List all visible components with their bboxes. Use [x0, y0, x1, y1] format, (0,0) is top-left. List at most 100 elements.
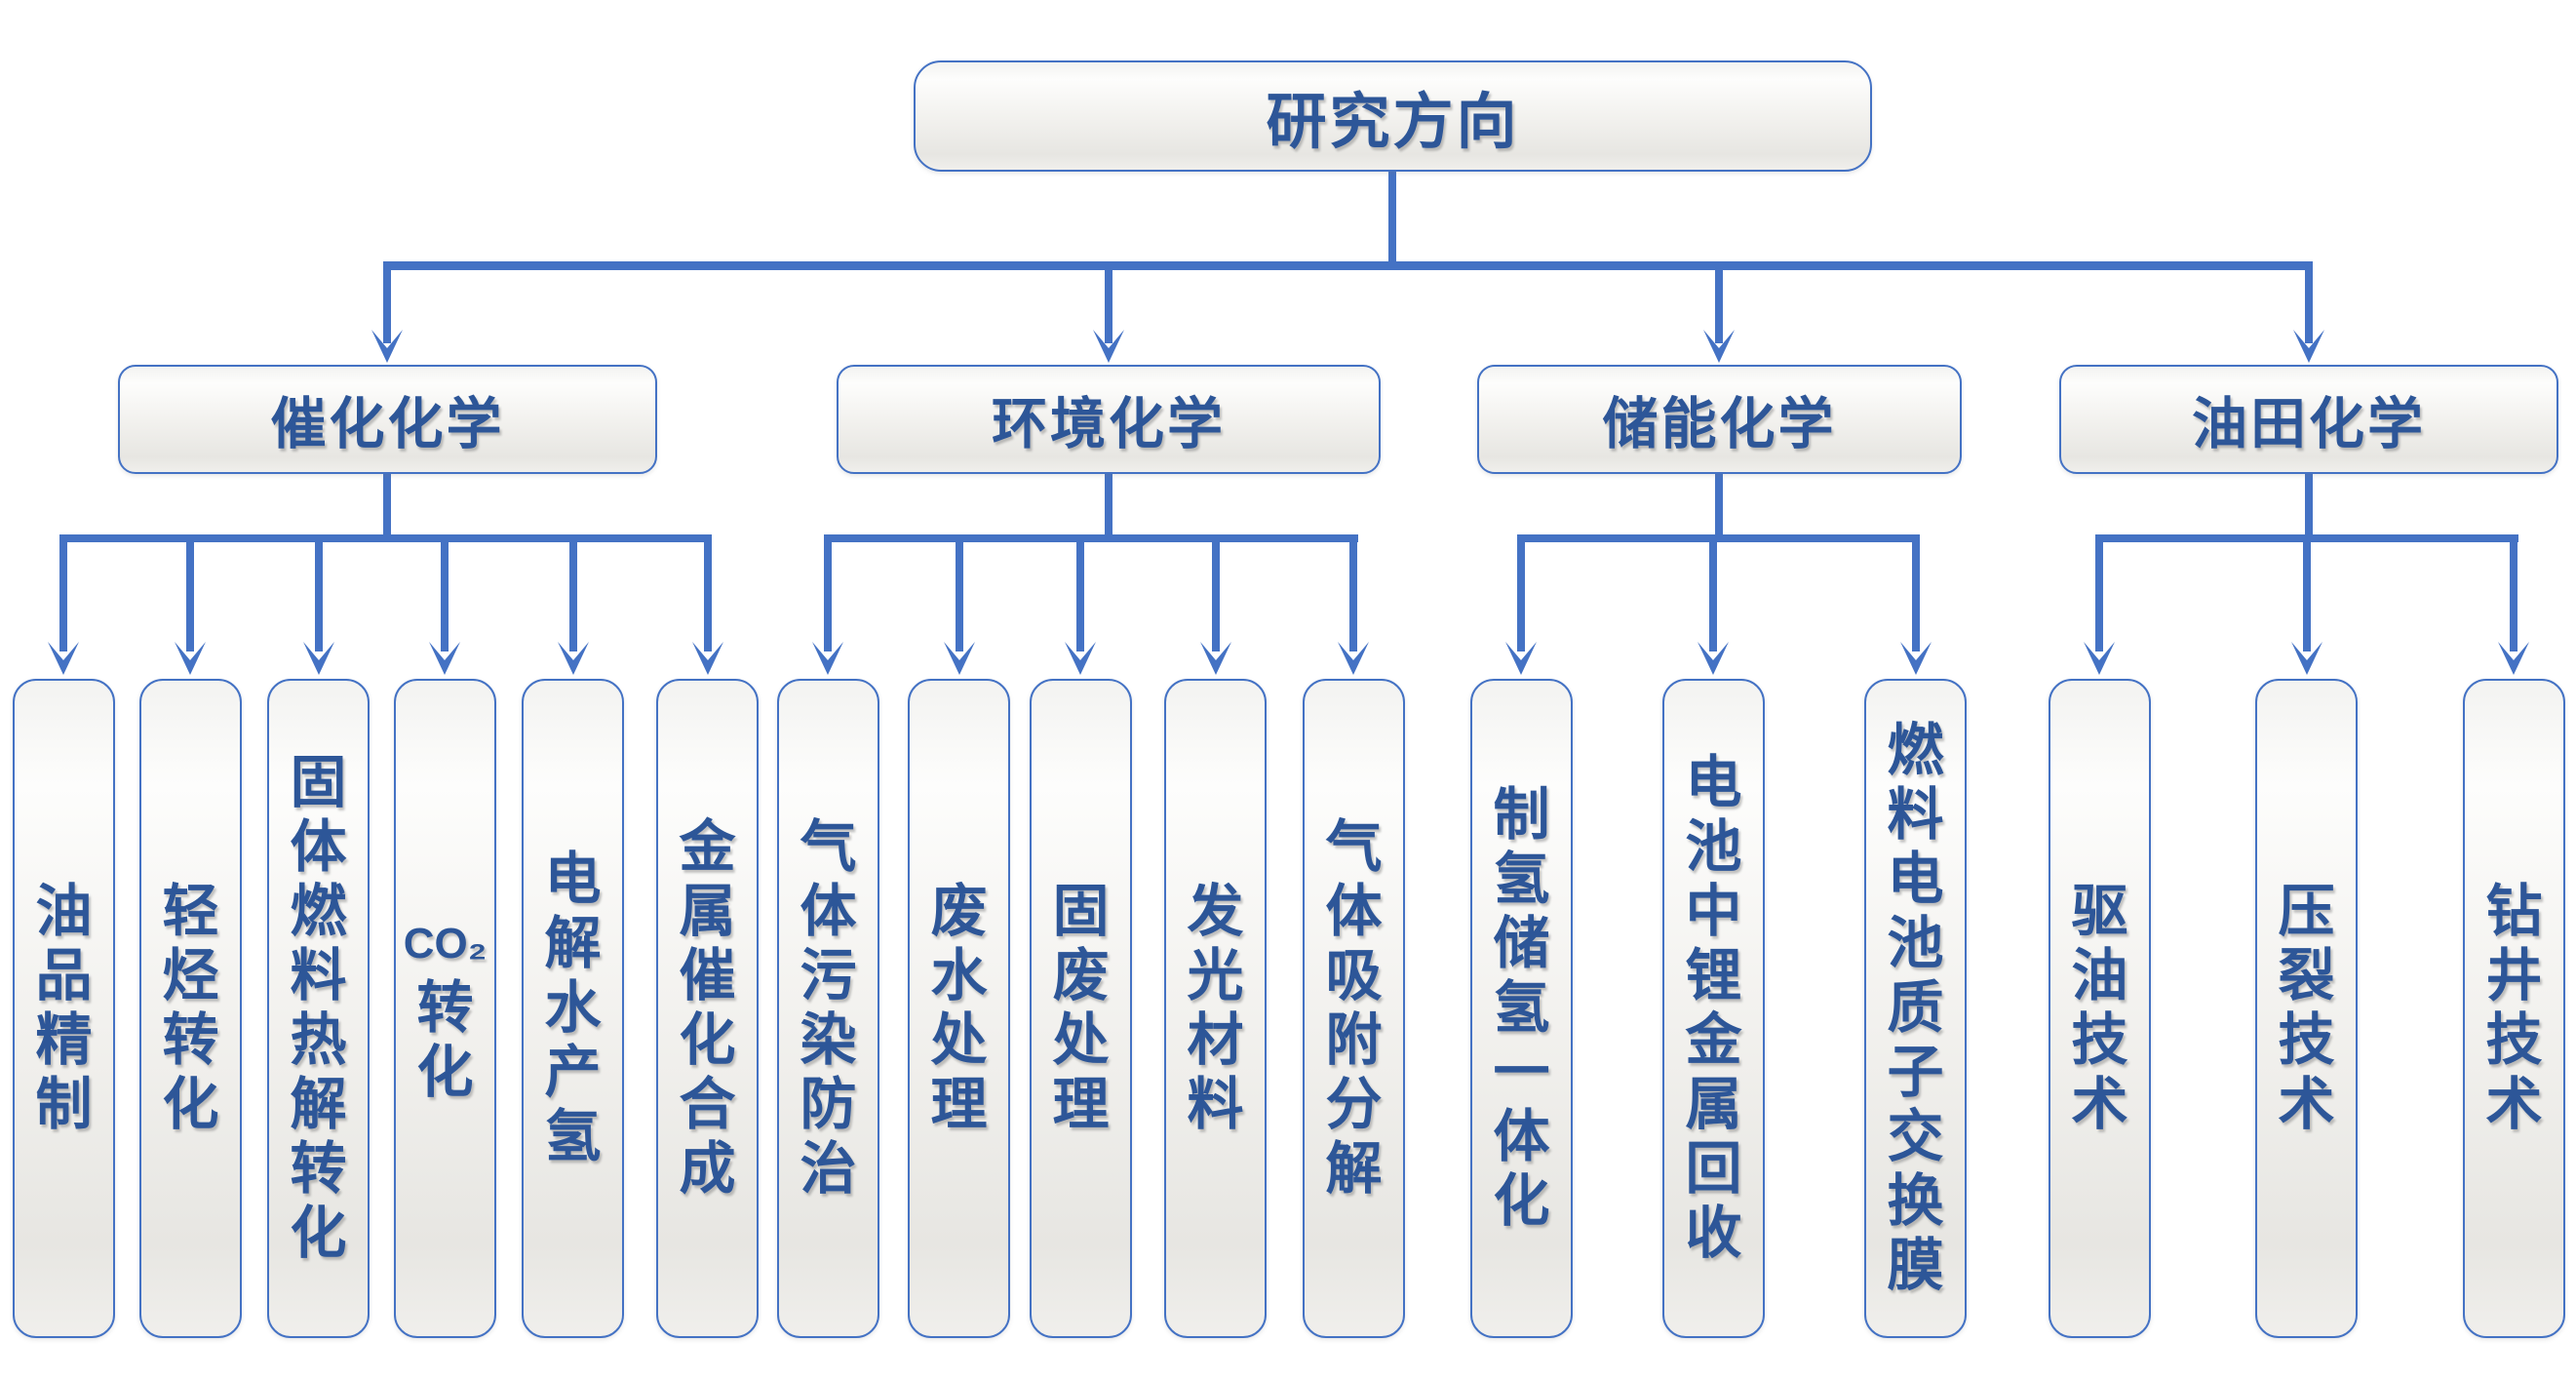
leaf-label: 制氢储氢一体化 — [1472, 681, 1571, 1336]
leaf-label: 固体燃料热解转化 — [269, 681, 368, 1336]
label-line: 中 — [1685, 880, 1742, 943]
label-line: 附 — [1325, 1008, 1383, 1072]
label-line: 固 — [1052, 880, 1110, 943]
leaf-hydrogen-production-storage-integration: 制氢储氢一体化 — [1470, 679, 1573, 1338]
leaf-luminescent-materials: 发光材料 — [1164, 679, 1267, 1338]
label-line: 氢 — [544, 1105, 602, 1168]
label-line: 池 — [1887, 912, 1944, 975]
label-line: 氢 — [1493, 848, 1550, 911]
leaf-gas-pollution-control: 气体污染防治 — [777, 679, 879, 1338]
label-line: 术 — [2278, 1073, 2335, 1136]
label-line: 发 — [1187, 880, 1244, 943]
label-line: 产 — [544, 1041, 602, 1104]
label-line: 光 — [1187, 944, 1244, 1007]
label-line: 处 — [1052, 1008, 1110, 1072]
label-line: 收 — [1685, 1202, 1742, 1265]
label-line: 制 — [35, 1073, 93, 1136]
label-line: 池 — [1685, 815, 1742, 879]
label-line: 锂 — [1685, 944, 1742, 1007]
label-line: 处 — [930, 1008, 988, 1072]
label-line: 材 — [1187, 1008, 1244, 1072]
label-line: 热 — [290, 1008, 347, 1072]
label-line: 合 — [679, 1073, 736, 1136]
label-line: 吸 — [1325, 944, 1383, 1007]
leaf-light-hydrocarbon-conversion: 轻烃转化 — [139, 679, 242, 1338]
label-line: 理 — [930, 1073, 988, 1136]
label-line: 钻 — [2485, 880, 2543, 943]
label-line: 电 — [1887, 848, 1944, 911]
label-line: 金 — [679, 815, 736, 879]
label-line: 理 — [1052, 1073, 1110, 1136]
label-line: 污 — [800, 944, 857, 1007]
group-oilfield-chemistry: 油田化学 — [2059, 365, 2558, 474]
label-line: 电 — [544, 848, 602, 911]
label-line: 治 — [800, 1137, 857, 1201]
leaf-label: 油品精制 — [15, 681, 113, 1336]
group-label: 催化化学 — [270, 393, 505, 455]
label-line: 化 — [416, 1041, 474, 1104]
label-line: 轻 — [162, 880, 219, 943]
label-line: 解 — [1325, 1137, 1383, 1201]
label-line: 质 — [1887, 976, 1944, 1040]
label-line: 料 — [290, 944, 347, 1007]
label-line: 化 — [1493, 1169, 1550, 1233]
label-line: 子 — [1887, 1041, 1944, 1104]
label-line: 水 — [544, 976, 602, 1040]
leaf-label: 固废处理 — [1032, 681, 1130, 1336]
label-line: 废 — [1052, 944, 1110, 1007]
label-line: 技 — [2278, 1008, 2335, 1072]
label-line: 化 — [679, 1008, 736, 1072]
label-line: 油 — [2071, 944, 2128, 1007]
leaf-label: 钻井技术 — [2465, 681, 2563, 1336]
leaf-solid-fuel-pyrolysis-conversion: 固体燃料热解转化 — [267, 679, 370, 1338]
group-label: 储能化学 — [1602, 393, 1837, 455]
label-line: 燃 — [1887, 719, 1944, 782]
label-line: 换 — [1887, 1169, 1944, 1233]
leaf-solid-waste-treatment: 固废处理 — [1030, 679, 1132, 1338]
group-label: 环境化学 — [992, 393, 1226, 455]
leaf-drilling-technology: 钻井技术 — [2463, 679, 2565, 1338]
label-line: 交 — [1887, 1105, 1944, 1168]
label-line: 属 — [679, 880, 736, 943]
leaf-gas-adsorption-decomposition: 气体吸附分解 — [1303, 679, 1405, 1338]
label-line: 料 — [1187, 1073, 1244, 1136]
leaf-label: 燃料电池质子交换膜 — [1866, 681, 1965, 1336]
label-line: 技 — [2485, 1008, 2543, 1072]
group-label: 油田化学 — [2192, 393, 2426, 455]
label-line: 化 — [290, 1202, 347, 1265]
leaf-battery-lithium-metal-recovery: 电池中锂金属回收 — [1662, 679, 1765, 1338]
label-line: 体 — [1493, 1105, 1550, 1168]
label-line: 回 — [1685, 1137, 1742, 1201]
label-line: 转 — [290, 1137, 347, 1201]
root-node: 研究方向 — [914, 60, 1872, 172]
label-line: 术 — [2485, 1073, 2543, 1136]
label-line: 压 — [2278, 880, 2335, 943]
leaf-label: 发光材料 — [1166, 681, 1265, 1336]
label-line: 金 — [1685, 1008, 1742, 1072]
label-line: 品 — [35, 944, 93, 1007]
label-line: 油 — [35, 880, 93, 943]
leaf-oil-displacement-technology: 驱油技术 — [2049, 679, 2151, 1338]
label-line: 染 — [800, 1008, 857, 1072]
label-line: 转 — [416, 976, 474, 1040]
label-line: 解 — [544, 912, 602, 975]
label-line: 制 — [1493, 783, 1550, 847]
label-line: 化 — [162, 1073, 219, 1136]
label-line: 料 — [1887, 783, 1944, 847]
label-line: 膜 — [1887, 1234, 1944, 1297]
label-line: 分 — [1325, 1073, 1383, 1136]
leaf-label: 气体污染防治 — [779, 681, 878, 1336]
label-line: 属 — [1685, 1073, 1742, 1136]
label-line: 体 — [290, 815, 347, 879]
label-line: 水 — [930, 944, 988, 1007]
label-line: 井 — [2485, 944, 2543, 1007]
label-line: 电 — [1685, 751, 1742, 814]
label-line: 气 — [1325, 815, 1383, 879]
label-line: 体 — [1325, 880, 1383, 943]
label-line: 转 — [162, 1008, 219, 1072]
label-line: 技 — [2071, 1008, 2128, 1072]
